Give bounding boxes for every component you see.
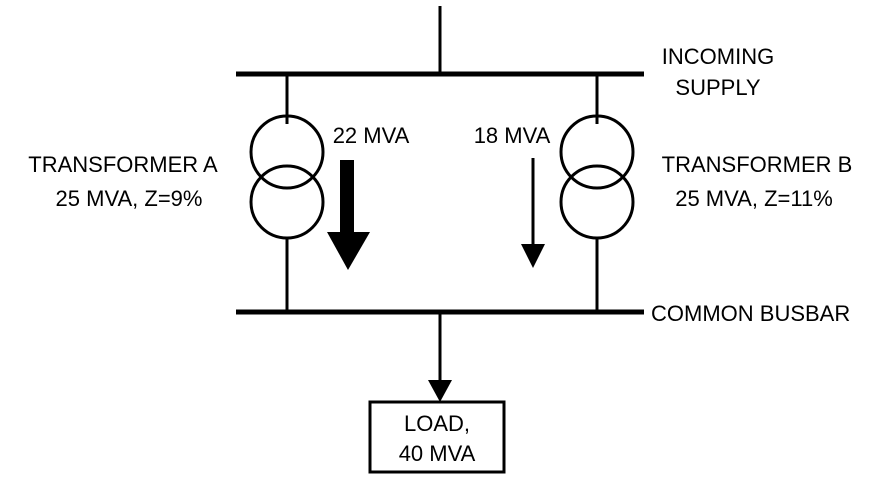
- incoming-supply-label-line2: SUPPLY: [675, 75, 761, 100]
- transformer-b-name: TRANSFORMER B: [662, 152, 853, 177]
- load-arrow-icon: [428, 380, 452, 402]
- transformer-b-flow-arrow-icon: [521, 158, 545, 268]
- load-label-line2: 40 MVA: [399, 441, 476, 466]
- transformer-b-primary-winding-icon: [559, 114, 635, 190]
- transformer-a-flow-arrow-icon: [327, 160, 370, 270]
- load-label-line1: LOAD,: [404, 411, 470, 436]
- transformer-a-rating: 25 MVA, Z=9%: [56, 186, 203, 211]
- transformer-a-primary-winding-icon: [249, 114, 325, 190]
- transformer-b-secondary-winding-icon: [559, 164, 635, 240]
- common-busbar-label: COMMON BUSBAR: [651, 301, 850, 326]
- incoming-supply-label-line1: INCOMING: [662, 44, 774, 69]
- transformer-a-name: TRANSFORMER A: [28, 152, 218, 177]
- transformer-a-secondary-winding-icon: [249, 164, 325, 240]
- transformer-a-flow-label: 22 MVA: [333, 123, 410, 148]
- transformer-b-rating: 25 MVA, Z=11%: [675, 186, 833, 211]
- transformer-b-flow-label: 18 MVA: [474, 123, 551, 148]
- load-box: [368, 400, 506, 474]
